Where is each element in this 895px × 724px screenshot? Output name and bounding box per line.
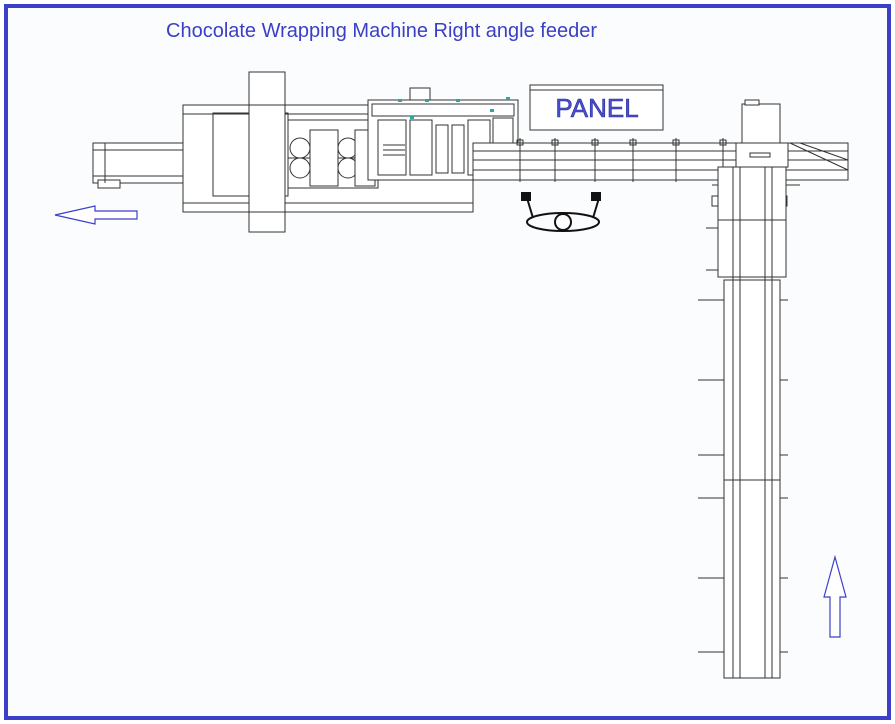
transfer-conveyor	[472, 142, 849, 181]
diagram-title: Chocolate Wrapping Machine Right angle f…	[166, 20, 598, 42]
infeed-conveyor	[717, 166, 787, 679]
operator-icon	[521, 192, 601, 232]
arrow-left-icon	[54, 205, 138, 225]
conveyor-supports	[516, 138, 727, 182]
panel-label: PANEL	[555, 93, 638, 123]
infeed-conveyor-supports	[698, 227, 788, 653]
arrow-up-icon	[823, 554, 847, 638]
control-panel: PANEL	[529, 84, 664, 131]
